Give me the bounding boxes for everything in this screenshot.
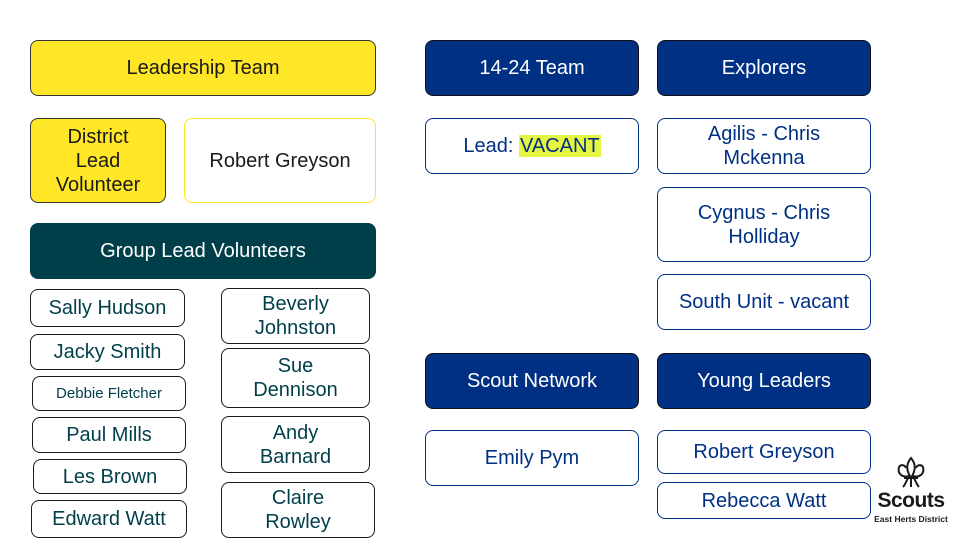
explorers-header: Explorers (657, 40, 871, 96)
group-lead-item: Les Brown (33, 459, 187, 494)
group-lead-name: Jacky Smith (53, 341, 162, 363)
group-lead-name: Beverly Johnston (254, 293, 337, 339)
team-14-24-lead: Lead: VACANT (463, 134, 601, 158)
district-lead-name-box: Robert Greyson (184, 118, 376, 203)
scout-network-member-name: Emily Pym (484, 447, 580, 469)
team-14-24-lead-box: Lead: VACANT (425, 118, 639, 174)
group-lead-name: Sue Dennison (253, 355, 338, 401)
district-lead-volunteer-box: District Lead Volunteer (30, 118, 166, 203)
group-lead-name: Paul Mills (66, 424, 152, 446)
group-lead-name: Edward Watt (52, 508, 166, 530)
fleur-de-lis-icon (897, 456, 925, 488)
group-lead-name: Debbie Fletcher (56, 384, 162, 402)
group-lead-volunteers-title: Group Lead Volunteers (100, 240, 306, 262)
leadership-team-title: Leadership Team (126, 57, 280, 79)
young-leader-member: Rebecca Watt (657, 482, 871, 519)
team-14-24-header: 14-24 Team (425, 40, 639, 96)
logo-wordmark: Scouts (877, 489, 945, 512)
group-lead-item: Edward Watt (31, 500, 187, 538)
young-leader-name: Rebecca Watt (701, 489, 827, 512)
explorer-unit-label: Cygnus - Chris Holliday (697, 201, 831, 248)
group-lead-name: Sally Hudson (48, 297, 167, 319)
group-lead-item: Sue Dennison (221, 348, 370, 408)
explorer-unit: South Unit - vacant (657, 274, 871, 330)
scout-network-header: Scout Network (425, 353, 639, 409)
district-lead-name: Robert Greyson (209, 149, 351, 172)
explorers-title: Explorers (721, 57, 807, 79)
explorer-unit-label: South Unit - vacant (678, 291, 850, 313)
group-lead-item: Andy Barnard (221, 416, 370, 473)
young-leader-member: Robert Greyson (657, 430, 871, 474)
group-lead-item: Sally Hudson (30, 289, 185, 327)
group-lead-item: Beverly Johnston (221, 288, 370, 344)
young-leader-name: Robert Greyson (693, 441, 835, 463)
explorer-unit-label: Agilis - Chris Mckenna (707, 123, 821, 169)
explorer-unit: Agilis - Chris Mckenna (657, 118, 871, 174)
explorer-unit: Cygnus - Chris Holliday (657, 187, 871, 262)
scouts-logo: Scouts East Herts District (866, 456, 956, 528)
lead-vacant-highlight: VACANT (518, 135, 601, 157)
leadership-team-header: Leadership Team (30, 40, 376, 96)
group-lead-name: Claire Rowley (265, 487, 331, 533)
group-lead-name: Les Brown (62, 465, 158, 488)
group-lead-name: Andy Barnard (259, 421, 332, 468)
scout-network-title: Scout Network (466, 370, 598, 392)
young-leaders-header: Young Leaders (657, 353, 871, 409)
group-lead-item: Debbie Fletcher (32, 376, 186, 411)
district-lead-volunteer-label: District Lead Volunteer (55, 125, 141, 196)
group-lead-item: Claire Rowley (221, 482, 375, 538)
scout-network-member: Emily Pym (425, 430, 639, 486)
group-lead-volunteers-header: Group Lead Volunteers (30, 223, 376, 279)
logo-subtitle: East Herts District (874, 514, 948, 524)
young-leaders-title: Young Leaders (697, 370, 831, 392)
group-lead-item: Jacky Smith (30, 334, 185, 370)
group-lead-item: Paul Mills (32, 417, 186, 453)
team-14-24-title: 14-24 Team (479, 57, 585, 79)
lead-prefix: Lead: (463, 135, 519, 157)
